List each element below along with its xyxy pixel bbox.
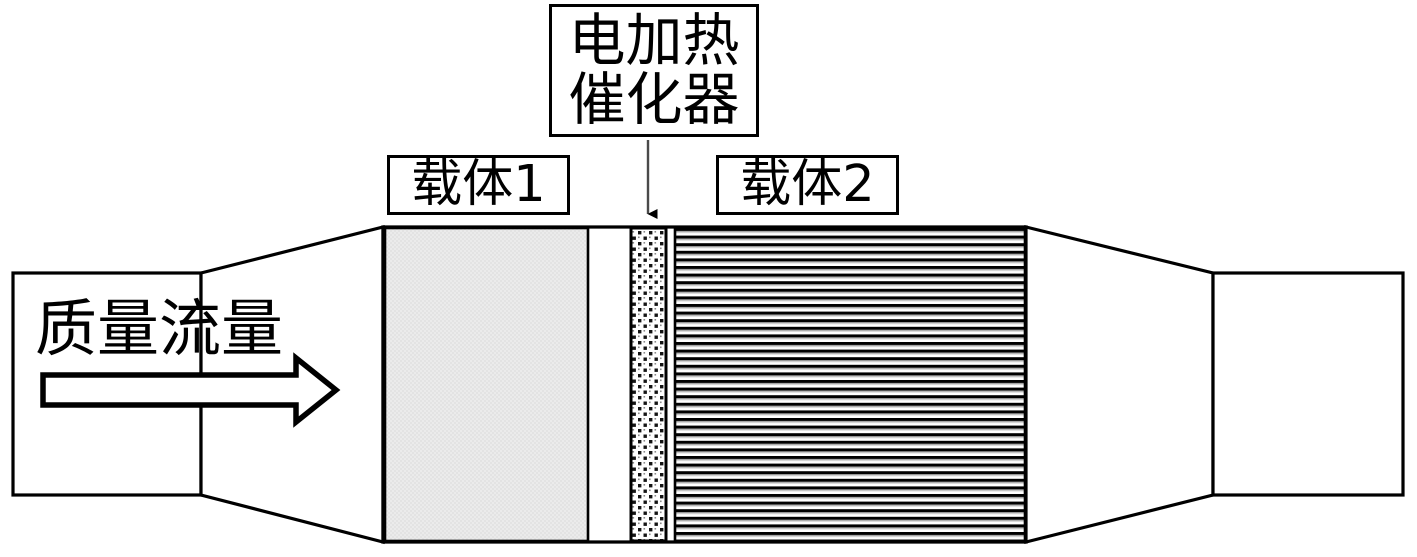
substrate-1-label-box: 载体1 <box>387 155 570 215</box>
ehc-label-line2: 催化器 <box>568 66 740 133</box>
ehc-label-line1: 电加热 <box>568 8 740 75</box>
outlet-pipe <box>1211 271 1405 497</box>
mass-flow-label: 质量流量 <box>35 292 284 365</box>
mass-flow-arrow-icon <box>40 352 341 428</box>
outlet-cone <box>1024 224 1215 545</box>
substrate-2-block <box>673 226 1027 543</box>
substrate-2-label-box: 载体2 <box>716 155 899 215</box>
ehc-band <box>629 226 668 543</box>
substrate-1-block <box>383 226 590 543</box>
ehc-label-box: 电加热 催化器 <box>549 4 759 137</box>
substrate-2-label-text: 载体2 <box>740 154 875 214</box>
substrate-1-label-text: 载体1 <box>411 154 546 214</box>
